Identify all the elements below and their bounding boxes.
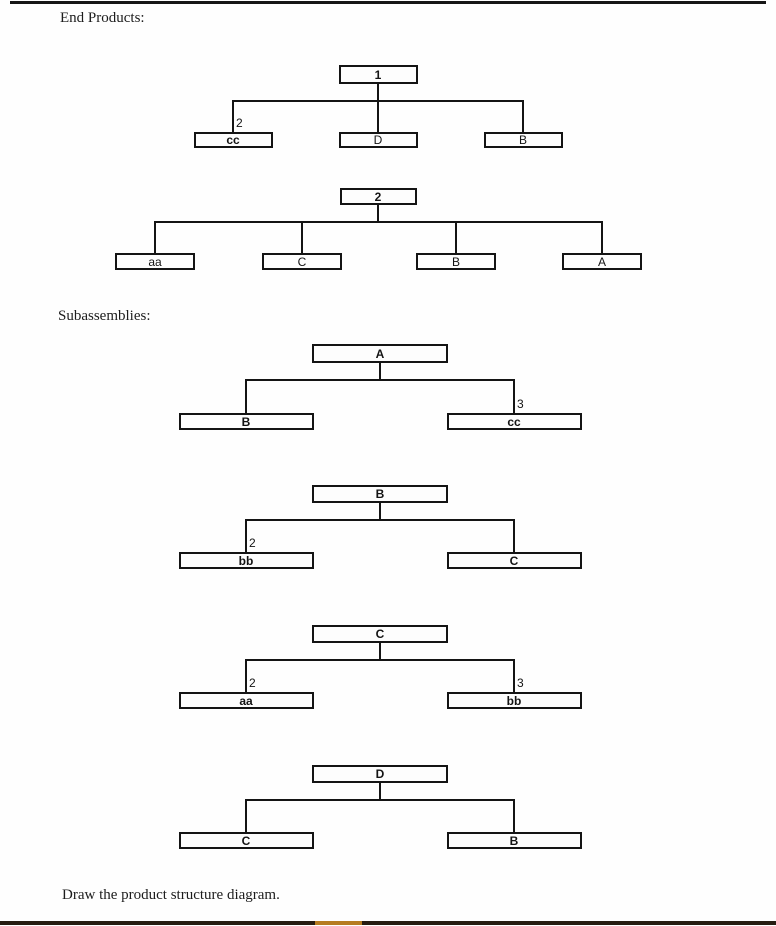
tree-node-box: aa (115, 253, 195, 270)
tree-node-box-label: bb (506, 693, 522, 708)
tree-node-box: C (446, 552, 582, 569)
connector-horizontal-line (245, 379, 515, 381)
tree-root-box: D (312, 765, 448, 783)
quantity-label: 2 (249, 676, 256, 690)
tree-root-box-label: B (375, 487, 385, 501)
quantity-label: 2 (236, 116, 243, 130)
connector-vertical-line (154, 221, 156, 253)
tree-node-box-label: cc (226, 133, 240, 147)
connector-horizontal-line (245, 799, 515, 801)
bottom-border-rule (0, 921, 776, 925)
subassemblies-heading: Subassemblies: (58, 308, 151, 324)
tree-root-box: B (312, 485, 448, 503)
tree-node-box-label: aa (148, 254, 162, 269)
tree-node-box: bb (178, 552, 314, 569)
connector-horizontal-line (154, 221, 603, 223)
tree-node-box-label: B (241, 414, 251, 429)
connector-vertical-line (232, 100, 234, 132)
bottom-border-accent (315, 921, 362, 925)
tree-node-box: aa (178, 692, 314, 709)
tree-node-box-label: B (518, 133, 527, 147)
connector-vertical-line (379, 643, 381, 661)
connector-vertical-line (513, 379, 515, 413)
connector-vertical-line (601, 221, 603, 253)
tree-root-box: 1 (338, 65, 418, 84)
tree-root-box-label: A (375, 346, 385, 361)
end-products-heading: End Products: (60, 10, 145, 26)
tree-root-box-label: D (375, 767, 385, 781)
tree-node-box: bb (446, 692, 582, 709)
quantity-label: 2 (249, 536, 256, 550)
connector-vertical-line (245, 659, 247, 692)
connector-vertical-line (379, 363, 381, 381)
tree-node-box: B (178, 413, 314, 430)
tree-root-box-label: 1 (374, 67, 382, 82)
tree-root-box: 2 (339, 188, 417, 205)
tree-node-box: B (446, 832, 582, 849)
tree-root-box: A (312, 344, 448, 363)
connector-vertical-line (377, 100, 379, 132)
connector-vertical-line (522, 100, 524, 132)
tree-node-box-label: D (373, 133, 383, 147)
connector-vertical-line (379, 783, 381, 801)
tree-node-box-label: cc (507, 414, 521, 429)
tree-root-box: C (312, 625, 448, 643)
tree-root-box-label: C (375, 627, 385, 641)
connector-horizontal-line (245, 659, 515, 661)
connector-vertical-line (377, 84, 379, 102)
tree-node-box-label: aa (239, 693, 253, 708)
connector-vertical-line (301, 221, 303, 253)
tree-node-box: C (262, 253, 342, 270)
tree-node-box-label: C (297, 254, 307, 269)
connector-vertical-line (513, 519, 515, 552)
tree-node-box: B (483, 132, 563, 148)
connector-vertical-line (245, 379, 247, 413)
connector-vertical-line (377, 205, 379, 223)
connector-vertical-line (379, 503, 381, 521)
connector-vertical-line (455, 221, 457, 253)
top-border-rule (10, 1, 766, 4)
tree-node-box: cc (193, 132, 273, 148)
footer-instruction: Draw the product structure diagram. (62, 887, 280, 903)
tree-node-box-label: C (509, 553, 519, 568)
quantity-label: 3 (517, 397, 524, 411)
tree-node-box-label: bb (238, 553, 254, 568)
tree-node-box-label: A (597, 254, 606, 269)
tree-node-box: C (178, 832, 314, 849)
tree-node-box-label: B (451, 254, 460, 269)
tree-node-box: D (338, 132, 418, 148)
tree-node-box: A (562, 253, 642, 270)
tree-node-box: B (416, 253, 496, 270)
connector-vertical-line (513, 799, 515, 832)
tree-node-box-label: C (241, 833, 251, 848)
quantity-label: 3 (517, 676, 524, 690)
connector-vertical-line (245, 519, 247, 552)
connector-vertical-line (245, 799, 247, 832)
tree-node-box: cc (446, 413, 582, 430)
tree-root-box-label: 2 (374, 189, 382, 204)
connector-horizontal-line (245, 519, 515, 521)
connector-vertical-line (513, 659, 515, 692)
tree-node-box-label: B (509, 833, 519, 848)
